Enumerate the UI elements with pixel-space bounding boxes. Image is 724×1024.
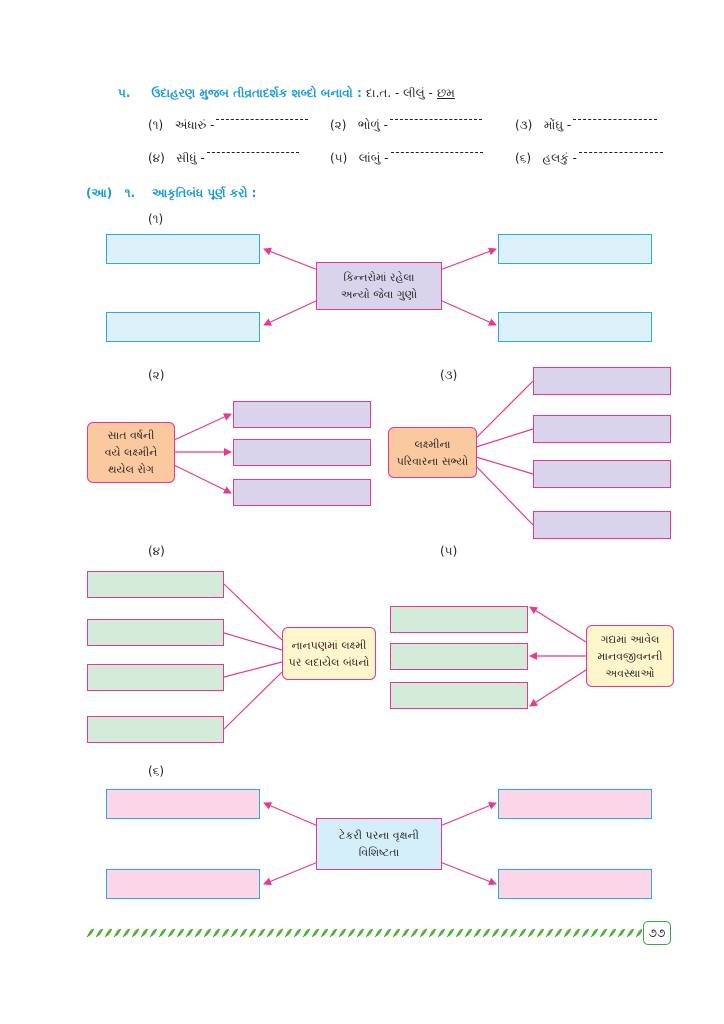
answer-box[interactable]: [233, 479, 371, 506]
exercise-item: (૫) લાંબું -: [330, 151, 483, 166]
answer-blank[interactable]: [578, 152, 663, 153]
diagram-label-4: (૪): [148, 544, 165, 558]
diagram-3-center: લક્ષ્મીના પરિવારના સભ્યો: [388, 427, 477, 478]
example-prefix: દા.ત. - લીલું -: [365, 86, 433, 100]
diagram-6-center: ટેકરી પરના વૃક્ષની વિશિષ્ટતા: [316, 818, 442, 870]
center-line: વયે લક્ષ્મીને: [104, 446, 158, 459]
answer-box[interactable]: [106, 234, 260, 264]
diagram-5-center: ગદ્યમાં આવેલ માનવજીવનની અવસ્થાઓ: [586, 625, 674, 687]
answer-box[interactable]: [87, 619, 224, 646]
diagram-label-1: (૧): [148, 212, 164, 226]
center-line: પરિવારના સભ્યો: [396, 454, 469, 468]
answer-box[interactable]: [498, 869, 652, 899]
exercise-5-number: ૫.: [118, 86, 131, 100]
answer-box[interactable]: [533, 511, 671, 539]
diagram-label-2: (૨): [148, 368, 165, 382]
center-line: સાત વર્ષની: [107, 429, 155, 442]
answer-box[interactable]: [87, 571, 224, 598]
center-line: કિન્નરોમાં રહેલા: [343, 271, 415, 284]
item-number: (૬): [515, 151, 532, 165]
answer-blank[interactable]: [206, 152, 299, 153]
item-number: (૪): [148, 151, 165, 165]
answer-box[interactable]: [498, 234, 652, 264]
answer-box[interactable]: [533, 367, 671, 395]
item-word: સીધું -: [176, 151, 205, 165]
answer-box[interactable]: [233, 439, 371, 466]
item-number: (૨): [330, 118, 347, 132]
answer-box[interactable]: [533, 415, 671, 443]
center-line: પર લદાયેલ બંધનો: [288, 655, 370, 669]
answer-box[interactable]: [390, 606, 528, 633]
answer-box[interactable]: [87, 716, 224, 743]
item-word: હલકું -: [542, 151, 577, 165]
diagram-2-center: સાત વર્ષની વયે લક્ષ્મીને થયેલ રોગ: [87, 422, 175, 483]
leaf-border-decoration: [86, 926, 642, 940]
diagram-label-6: (૬): [148, 764, 165, 778]
answer-box[interactable]: [498, 312, 652, 342]
answer-blank[interactable]: [573, 119, 658, 120]
center-line: લક્ષ્મીના: [414, 437, 451, 451]
diagram-label-5: (૫): [440, 544, 458, 558]
center-line: થયેલ રોગ: [108, 463, 154, 476]
center-line: ગદ્યમાં આવેલ: [600, 632, 660, 646]
item-number: (૫): [330, 151, 348, 165]
exercise-item: (૬) હલકું -: [515, 151, 663, 166]
center-line: વિશિષ્ટતા: [358, 846, 400, 859]
item-word: ભોળું -: [357, 118, 388, 132]
item-number: (૩): [515, 118, 533, 132]
exercise-item: (૪) સીધું -: [148, 151, 299, 166]
answer-box[interactable]: [106, 869, 260, 899]
exercise-5-instruction: ઉદાહરણ મુજબ તીવ્રતાદર્શક શબ્દો બનાવો :: [151, 86, 362, 100]
answer-box[interactable]: [233, 401, 371, 428]
item-word: મોંઘુ -: [543, 118, 572, 132]
answer-box[interactable]: [390, 682, 528, 709]
section-instruction: આકૃતિબંધ પૂર્ણ કરો :: [151, 186, 257, 200]
answer-blank[interactable]: [216, 119, 309, 120]
answer-blank[interactable]: [389, 119, 482, 120]
answer-box[interactable]: [533, 460, 671, 488]
center-line: નાનપણમાં લક્ષ્મી: [291, 638, 367, 652]
center-line: અવસ્થાઓ: [605, 666, 655, 680]
answer-box[interactable]: [106, 312, 260, 342]
exercise-5-heading: ૫. ઉદાહરણ મુજબ તીવ્રતાદર્શક શબ્દો બનાવો …: [118, 86, 455, 101]
center-line: ટેકરી પરના વૃક્ષની: [339, 829, 419, 842]
answer-box[interactable]: [106, 789, 260, 819]
item-word: લાંબું -: [358, 151, 389, 165]
answer-box[interactable]: [390, 643, 528, 670]
diagram-label-3: (૩): [440, 368, 458, 382]
diagram-1-center: કિન્નરોમાં રહેલા અન્યો જેવા ગુણો: [316, 262, 442, 310]
example-answer: છમ: [437, 86, 455, 100]
section-label: (આ): [86, 186, 113, 200]
item-word: અંધારું -: [174, 118, 215, 132]
answer-blank[interactable]: [390, 152, 483, 153]
answer-box[interactable]: [87, 664, 224, 691]
section-heading: (આ) ૧. આકૃતિબંધ પૂર્ણ કરો :: [86, 186, 256, 201]
item-number: (૧): [148, 118, 164, 132]
exercise-item: (૩) મોંઘુ -: [515, 118, 658, 133]
exercise-item: (૨) ભોળું -: [330, 118, 482, 133]
diagram-4-center: નાનપણમાં લક્ષ્મી પર લદાયેલ બંધનો: [282, 627, 376, 680]
answer-box[interactable]: [498, 789, 652, 819]
page-number: ૭૭: [643, 921, 671, 945]
section-number: ૧.: [124, 186, 136, 200]
center-line: અન્યો જેવા ગુણો: [340, 288, 418, 301]
center-line: માનવજીવનની: [597, 649, 663, 663]
exercise-item: (૧) અંધારું -: [148, 118, 309, 133]
